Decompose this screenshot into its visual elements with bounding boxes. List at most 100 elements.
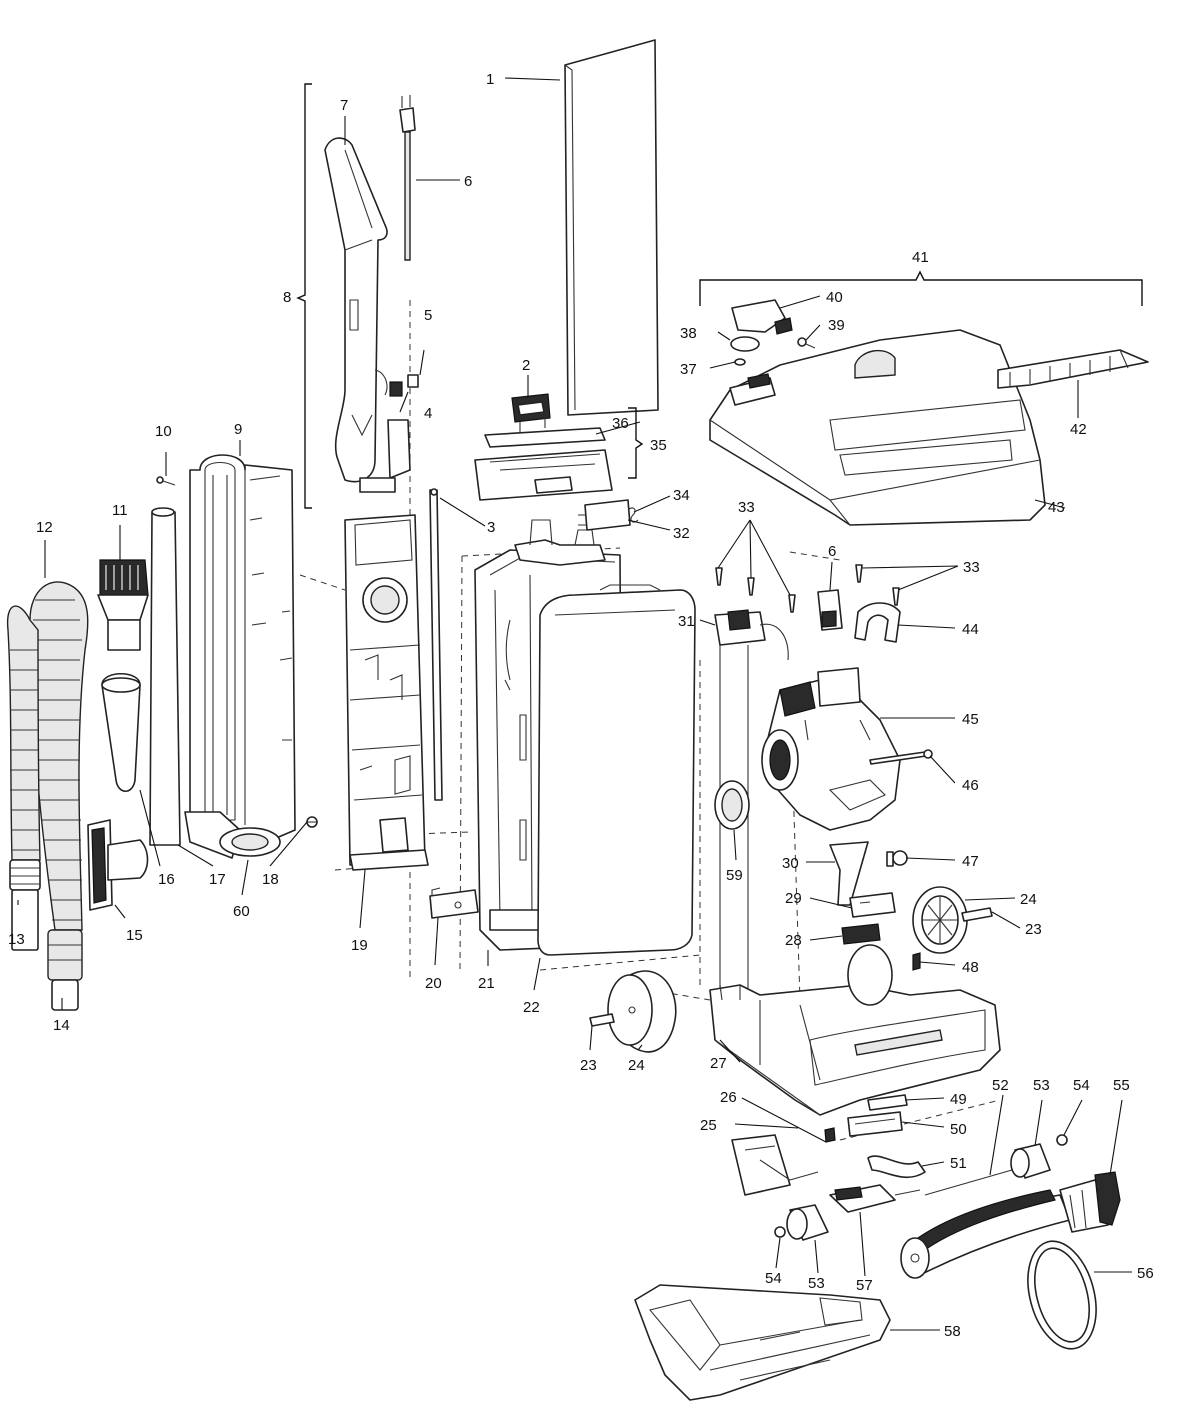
callout-24-right: 24 <box>1020 891 1037 908</box>
callout-18: 18 <box>262 871 279 888</box>
callout-34: 34 <box>673 487 690 504</box>
axle-part-23-left <box>589 1013 615 1027</box>
rod-part-3 <box>429 488 443 801</box>
screw-part-39 <box>797 337 816 349</box>
screw-part-10 <box>156 476 176 486</box>
end-cap-part-53-left <box>786 1204 829 1241</box>
callout-41: 41 <box>912 249 929 266</box>
switch-part-6-right <box>817 589 843 631</box>
callout-8: 8 <box>283 289 291 306</box>
callout-46: 46 <box>962 777 979 794</box>
callout-32: 32 <box>673 525 690 542</box>
bulb-part-47 <box>886 850 908 867</box>
dusting-brush-part-11 <box>97 559 149 651</box>
hood-part-43 <box>709 329 1046 526</box>
callout-31: 31 <box>678 613 695 630</box>
button-part-40 <box>731 299 793 335</box>
part-25 <box>731 1134 819 1196</box>
callout-58: 58 <box>944 1323 961 1340</box>
callout-29: 29 <box>785 890 802 907</box>
hose-part-12 <box>6 581 89 1011</box>
callout-53-left: 53 <box>808 1275 825 1292</box>
callout-37: 37 <box>680 361 697 378</box>
plate-part-20 <box>429 887 479 919</box>
base-part-27 <box>709 944 1001 1116</box>
handle-part-7 <box>324 137 411 493</box>
lens-part-42 <box>997 349 1149 389</box>
callout-20: 20 <box>425 975 442 992</box>
bracket-part-57 <box>829 1184 921 1213</box>
knob-part-38 <box>730 336 760 352</box>
callout-51: 51 <box>950 1155 967 1172</box>
spring-part-34 <box>627 507 639 523</box>
callout-57: 57 <box>856 1277 873 1294</box>
callout-42: 42 <box>1070 421 1087 438</box>
callout-44: 44 <box>962 621 979 638</box>
callout-45: 45 <box>962 711 979 728</box>
pedal-part-30 <box>829 841 869 906</box>
callout-22: 22 <box>523 999 540 1016</box>
callout-52: 52 <box>992 1077 1009 1094</box>
callout-54-left: 54 <box>765 1270 782 1287</box>
callout-36: 36 <box>612 415 629 432</box>
upholstery-tool-part-15 <box>87 819 149 911</box>
callout-43: 43 <box>1048 499 1065 516</box>
callout-6-top: 6 <box>464 173 472 190</box>
leader-lines <box>17 77 1132 1331</box>
bag-clamp-part-2 <box>511 393 551 432</box>
latch-part-32 <box>578 499 631 531</box>
callout-10: 10 <box>155 423 172 440</box>
callout-33-left: 33 <box>738 499 755 516</box>
screws-part-33 <box>715 564 900 613</box>
callout-13: 13 <box>8 931 25 948</box>
part-48 <box>912 952 921 971</box>
washer-part-54-left <box>774 1226 786 1238</box>
pedal-part-28 <box>841 923 881 945</box>
callout-28: 28 <box>785 932 802 949</box>
callout-23-left: 23 <box>580 1057 597 1074</box>
callout-24-left: 24 <box>628 1057 645 1074</box>
end-cap-part-53-right <box>1010 1143 1051 1179</box>
agitator-part-55 <box>900 1171 1121 1279</box>
bag-retainer-part-35 <box>474 449 613 501</box>
crevice-tool-part-16 <box>101 673 141 793</box>
callout-25: 25 <box>700 1117 717 1134</box>
axle-part-23-right <box>961 907 993 922</box>
callout-2: 2 <box>522 357 530 374</box>
wheel-part-24-right <box>912 886 968 954</box>
callout-16: 16 <box>158 871 175 888</box>
screw-part-18 <box>306 816 318 828</box>
callout-38: 38 <box>680 325 697 342</box>
callout-23-right: 23 <box>1025 921 1042 938</box>
callout-55: 55 <box>1113 1077 1130 1094</box>
callout-6-right: 6 <box>828 543 836 560</box>
callout-12: 12 <box>36 519 53 536</box>
bag-top-part-36 <box>484 427 606 448</box>
shaft-part-52 <box>924 1169 1013 1196</box>
callout-3: 3 <box>487 519 495 536</box>
callout-30: 30 <box>782 855 799 872</box>
switch-bracket-part-31 <box>714 609 789 661</box>
part-26 <box>824 1127 836 1143</box>
tool-caddy-part-9 <box>184 454 296 859</box>
callout-50: 50 <box>950 1121 967 1138</box>
callout-53-right: 53 <box>1033 1077 1050 1094</box>
callout-17: 17 <box>209 871 226 888</box>
motor-clamp-part-44 <box>854 602 901 643</box>
part-49 <box>867 1094 908 1111</box>
callout-15: 15 <box>126 927 143 944</box>
spring-part-37 <box>734 358 746 366</box>
callout-19: 19 <box>351 937 368 954</box>
part-50 <box>847 1111 903 1137</box>
callout-48: 48 <box>962 959 979 976</box>
callout-60: 60 <box>233 903 250 920</box>
callout-59: 59 <box>726 867 743 884</box>
washer-part-54-right <box>1056 1134 1068 1146</box>
callout-47: 47 <box>962 853 979 870</box>
belt-part-56 <box>1027 1240 1097 1350</box>
bracket-part-29 <box>849 892 896 918</box>
callout-27: 27 <box>710 1055 727 1072</box>
callout-4: 4 <box>424 405 432 422</box>
callout-40: 40 <box>826 289 843 306</box>
